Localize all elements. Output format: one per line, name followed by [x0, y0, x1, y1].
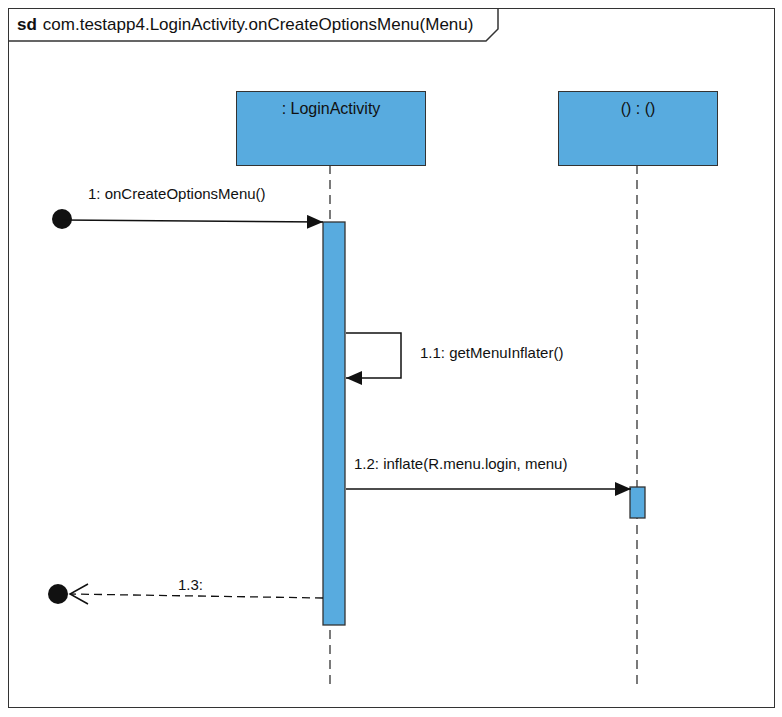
frame-title: com.testapp4.LoginActivity.onCreateOptio… [43, 15, 474, 34]
return-message [70, 594, 323, 598]
lifeline-head: : LoginActivity [236, 91, 426, 166]
lifeline [636, 165, 637, 690]
lifeline-name: () : () [559, 100, 717, 118]
activation-bar [630, 487, 645, 518]
message-arrow [346, 488, 631, 490]
lifeline-head: () : () [558, 91, 718, 166]
found-message [62, 220, 323, 222]
lifeline-name: : LoginActivity [237, 100, 425, 118]
sequence-frame: : LoginActivity () : () sd com.testapp4.Log… [8, 8, 775, 708]
message-label: 1: onCreateOptionsMenu() [86, 185, 268, 203]
tab-outline [9, 9, 498, 41]
message-label: 1.3: [176, 576, 205, 594]
lost-point [48, 584, 68, 604]
found-point [52, 209, 72, 229]
message-label: 1.2: inflate(R.menu.login, menu) [352, 455, 569, 473]
self-message [346, 333, 401, 378]
frame-heading: sd com.testapp4.LoginActivity.onCreateOpt… [9, 9, 497, 41]
message-label: 1.1: getMenuInflater() [418, 344, 565, 362]
open-arrowhead [70, 584, 88, 604]
frame-keyword: sd [17, 15, 37, 34]
activation-bar [323, 222, 345, 625]
